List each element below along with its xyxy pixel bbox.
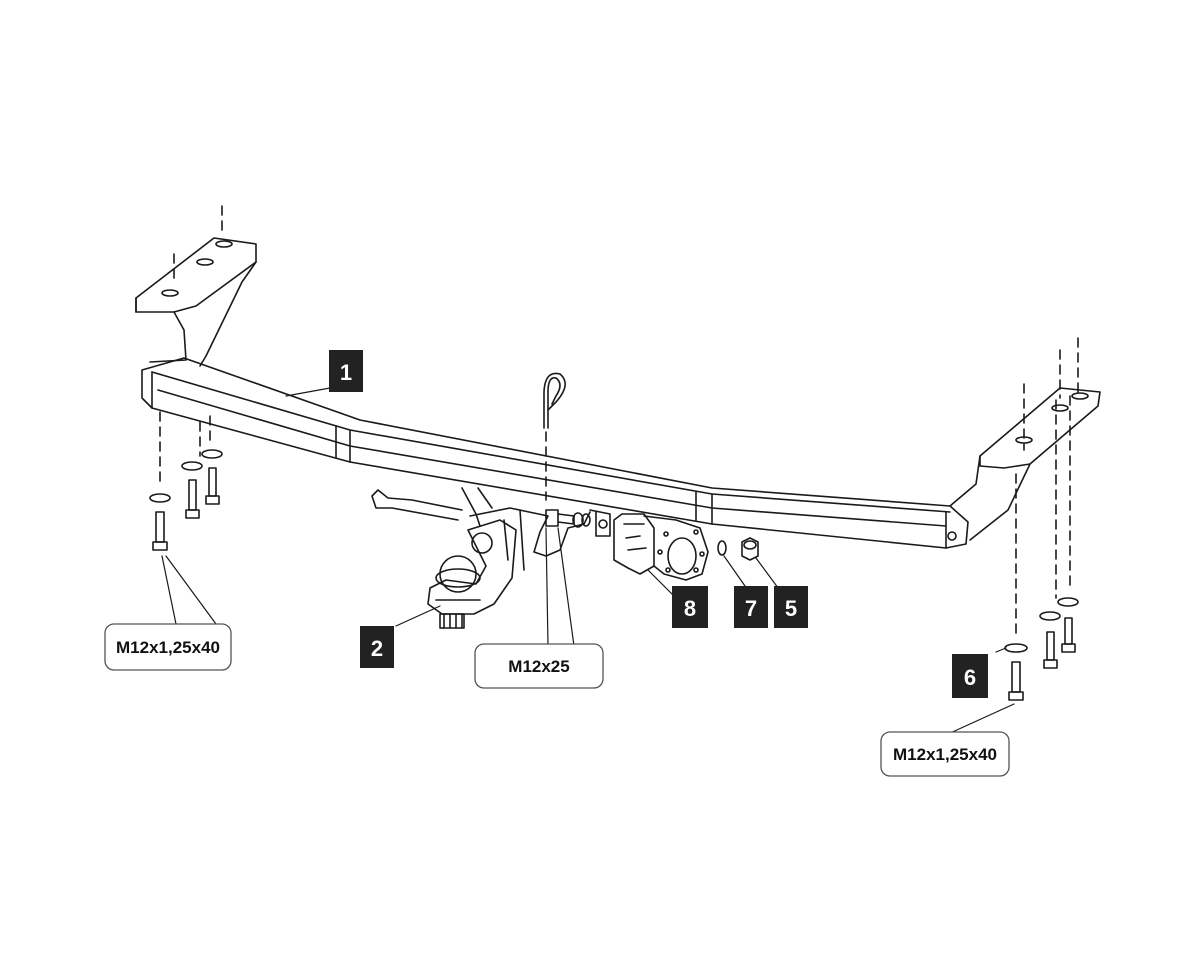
crossbar [141,357,969,549]
center-bolt [545,509,591,528]
badge-crossbar-label: 1 [340,360,352,385]
callout-left-bolts: M12x1,25x40 [104,623,232,671]
callout-right-bolts-label: M12x1,25x40 [893,745,997,764]
ball-mount [427,519,517,629]
callout-center-bolt-label: M12x25 [508,657,569,676]
badge-ball-mount-label: 2 [371,636,383,661]
badge-ball-mount: 2 [360,626,394,668]
nut [741,537,759,561]
badge-nut: 5 [774,586,808,628]
right-bolt-group [1004,337,1079,701]
badge-washer-label: 6 [964,665,976,690]
left-bolt-group [149,205,223,551]
electric-loop [371,489,463,521]
leader-lines [161,387,1015,735]
callout-left-bolts-label: M12x1,25x40 [116,638,220,657]
right-mounting-bracket [949,387,1101,541]
badge-socket-bracket: 8 [672,586,708,628]
left-mounting-bracket [135,237,257,367]
callout-right-bolts: M12x1,25x40 [880,731,1010,777]
spring-pin [543,372,566,429]
badge-spring-washer: 7 [734,586,768,628]
badge-socket-bracket-label: 8 [684,596,696,621]
spring-washer [717,540,727,556]
socket-bracket [613,513,709,581]
badge-crossbar: 1 [329,350,363,392]
receiver-housing [461,487,611,571]
badge-washer: 6 [952,654,988,698]
badge-spring-washer-label: 7 [745,596,757,621]
callout-center-bolt: M12x25 [474,643,604,689]
badge-nut-label: 5 [785,596,797,621]
